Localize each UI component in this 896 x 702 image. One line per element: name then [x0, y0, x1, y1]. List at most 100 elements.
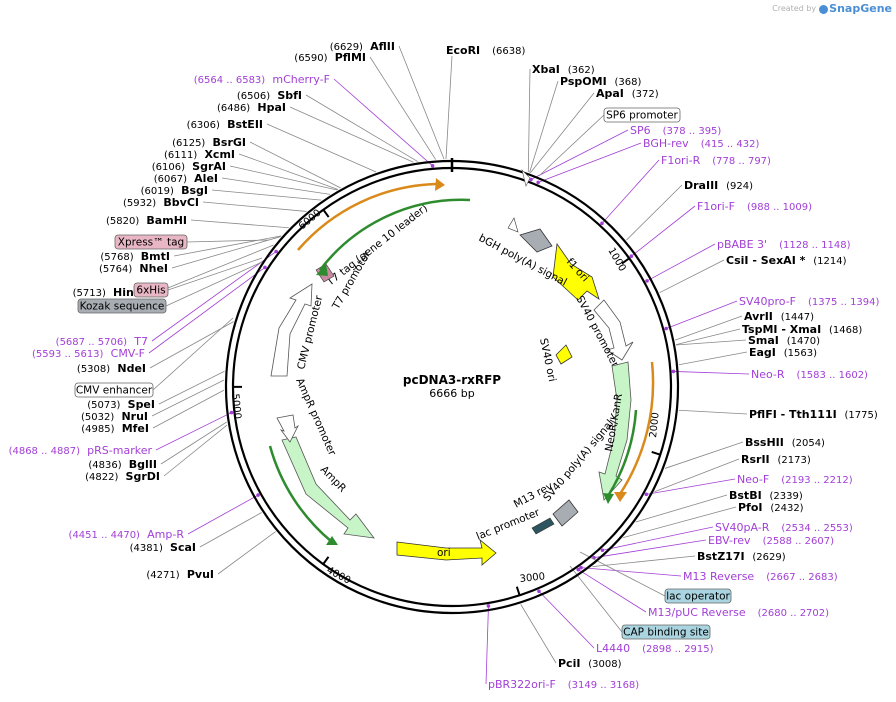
ampr-green-line-head	[326, 536, 338, 545]
enzyme-label[interactable]: (6629) AflII	[330, 40, 395, 53]
enzyme-label[interactable]: CsiI - SexAI * (1214)	[726, 254, 847, 267]
enzyme-label[interactable]: XbaI (362)	[532, 63, 595, 76]
primer-label[interactable]: F1ori-R(778 .. 797)	[661, 154, 771, 167]
feature-box[interactable]	[621, 624, 711, 640]
tick-1000	[621, 257, 630, 265]
enzyme-label[interactable]: PflFI - Tth111I (1775)	[749, 408, 878, 421]
enzyme-leader	[151, 379, 225, 417]
enzyme-label[interactable]: (6067) AleI	[154, 172, 218, 185]
credit-brand: SnapGene	[829, 2, 892, 15]
enzyme-label[interactable]: TspMI - XmaI (1468)	[742, 323, 862, 336]
enzyme-label[interactable]: (6125) BsrGI	[172, 136, 246, 149]
primer-label[interactable]: M13/pUC Reverse(2680 .. 2702)	[648, 606, 829, 619]
primer-label[interactable]: SP6(378 .. 395)	[630, 124, 721, 137]
feature-box[interactable]	[603, 107, 681, 123]
enzyme-leader	[635, 494, 728, 523]
primer-label[interactable]: (5593 .. 5613) CMV-F	[32, 347, 145, 360]
enzyme-label[interactable]: (5932) BbvCI	[123, 196, 199, 209]
enzyme-label[interactable]: BstZ17I (2629)	[697, 550, 786, 563]
primer-label[interactable]: M13 Reverse(2667 .. 2683)	[683, 570, 838, 583]
enzyme-label[interactable]: (6106) SgrAI	[152, 160, 226, 173]
enzyme-label[interactable]: ApaI (372)	[596, 87, 659, 100]
enzyme-label[interactable]: (5768) BmtI	[100, 250, 170, 263]
primer-leader	[580, 567, 682, 577]
primer-leader	[602, 526, 714, 551]
neor-green-line-head	[603, 493, 614, 504]
sv40-ori-box[interactable]	[555, 344, 573, 365]
primer-label[interactable]: Neo-R(1583 .. 1602)	[751, 368, 868, 381]
primer-label[interactable]: Neo-F(2193 .. 2212)	[737, 473, 853, 486]
credit-prefix: Created by	[772, 4, 817, 13]
enzyme-leader	[592, 555, 696, 568]
enzyme-label[interactable]: (5764) NheI	[99, 262, 168, 275]
primer-label[interactable]: F1ori-F(988 .. 1009)	[697, 200, 812, 213]
enzyme-label[interactable]: BstBI (2339)	[729, 489, 803, 502]
primer-leader	[646, 243, 716, 282]
primer-leader	[538, 590, 595, 649]
primer-label[interactable]: pBR322ori-F(3149 .. 3168)	[488, 678, 639, 691]
enzyme-label[interactable]: (5032) NruI	[81, 410, 148, 423]
enzyme-leader	[157, 244, 274, 293]
enzyme-label[interactable]: SmaI (1470)	[748, 334, 820, 347]
label-leader-lines	[148, 45, 750, 685]
enzyme-label[interactable]: PfoI (2432)	[738, 501, 804, 514]
enzyme-label[interactable]: (5820) BamHI	[106, 214, 187, 227]
feature-box-label: CMV enhancer	[76, 385, 153, 397]
primer-label[interactable]: (6564 .. 6583) mCherry-F	[194, 73, 330, 86]
enzyme-label[interactable]: (6486) HpaI	[217, 101, 286, 114]
primer-label[interactable]: L4440(2898 .. 2915)	[596, 642, 714, 655]
lac-promoter-label: lac promoter	[475, 506, 542, 543]
primer-label[interactable]: pBABE 3'(1128 .. 1148)	[717, 238, 851, 251]
enzyme-label[interactable]: DraIII (924)	[684, 179, 753, 192]
enzyme-label[interactable]: EcoRI(6638)	[446, 44, 526, 57]
enzyme-label[interactable]: (4822) SgrDI	[85, 470, 160, 483]
enzyme-label[interactable]: (4271) PvuI	[146, 568, 214, 581]
ampr-arrow[interactable]	[281, 436, 375, 539]
enzyme-label[interactable]: (6019) BsgI	[141, 184, 208, 197]
enzyme-leader	[369, 56, 437, 160]
enzyme-label[interactable]: (4985) MfeI	[81, 422, 149, 435]
enzyme-label[interactable]: (6506) SbfI	[237, 89, 302, 102]
enzyme-leader	[678, 351, 748, 366]
primer-label[interactable]: SV40pA-R(2534 .. 2553)	[715, 521, 853, 534]
primer-site-mark	[645, 279, 649, 283]
feature-box[interactable]	[114, 234, 188, 250]
primer-label[interactable]: BGH-rev(415 .. 432)	[643, 137, 759, 150]
enzyme-label[interactable]: AvrII (1447)	[744, 310, 814, 323]
feature-box[interactable]	[664, 588, 732, 604]
enzyme-leader	[202, 201, 307, 212]
feature-box[interactable]	[74, 382, 154, 398]
enzyme-leader	[163, 424, 228, 477]
enzyme-label[interactable]: PspOMI (368)	[560, 75, 642, 88]
enzyme-leader	[678, 409, 748, 415]
enzyme-label[interactable]: BssHII (2054)	[745, 436, 825, 449]
enzyme-label[interactable]: (6111) XcmI	[164, 148, 235, 161]
primer-label[interactable]: (4451 .. 4470) Amp-R	[69, 528, 185, 541]
cmv-promoter-arrow[interactable]	[270, 283, 313, 377]
enzyme-label[interactable]: (6590) PflMI	[294, 51, 366, 64]
enzyme-label[interactable]: (4836) BglII	[88, 458, 157, 471]
enzyme-leader	[289, 106, 414, 163]
enzyme-label[interactable]: (4381) ScaI	[130, 541, 196, 554]
enzyme-label[interactable]: PciI (3008)	[558, 657, 622, 670]
primer-label[interactable]: EBV-rev(2588 .. 2607)	[708, 534, 834, 547]
enzyme-leader	[217, 531, 276, 575]
bgh-polya-box[interactable]	[519, 228, 553, 253]
ampr-promoter-arrow[interactable]	[276, 414, 300, 443]
primer-label[interactable]: (5687 .. 5706) T7	[56, 335, 148, 348]
f1-ori-arrow[interactable]	[552, 242, 600, 301]
ori-arrow[interactable]	[396, 538, 497, 566]
sv40-promoter-arrow[interactable]	[593, 299, 634, 361]
feature-box[interactable]	[77, 298, 167, 314]
enzyme-label[interactable]: (5073) SpeI	[87, 398, 155, 411]
enzyme-label[interactable]: EagI (1563)	[749, 346, 817, 359]
enzyme-label[interactable]: (5308) NdeI	[77, 362, 146, 375]
feature-leader	[167, 257, 263, 291]
enzyme-label[interactable]: RsrII (2173)	[741, 453, 811, 466]
sv40-polya-box[interactable]	[552, 499, 579, 527]
enzyme-leader	[398, 45, 445, 160]
enzyme-label[interactable]: (6306) BstEII	[187, 118, 263, 131]
primer-label[interactable]: SV40pro-F(1375 .. 1394)	[739, 295, 880, 308]
feature-box[interactable]	[133, 282, 169, 298]
primer-label[interactable]: (4868 .. 4887) pRS-marker	[9, 444, 153, 457]
